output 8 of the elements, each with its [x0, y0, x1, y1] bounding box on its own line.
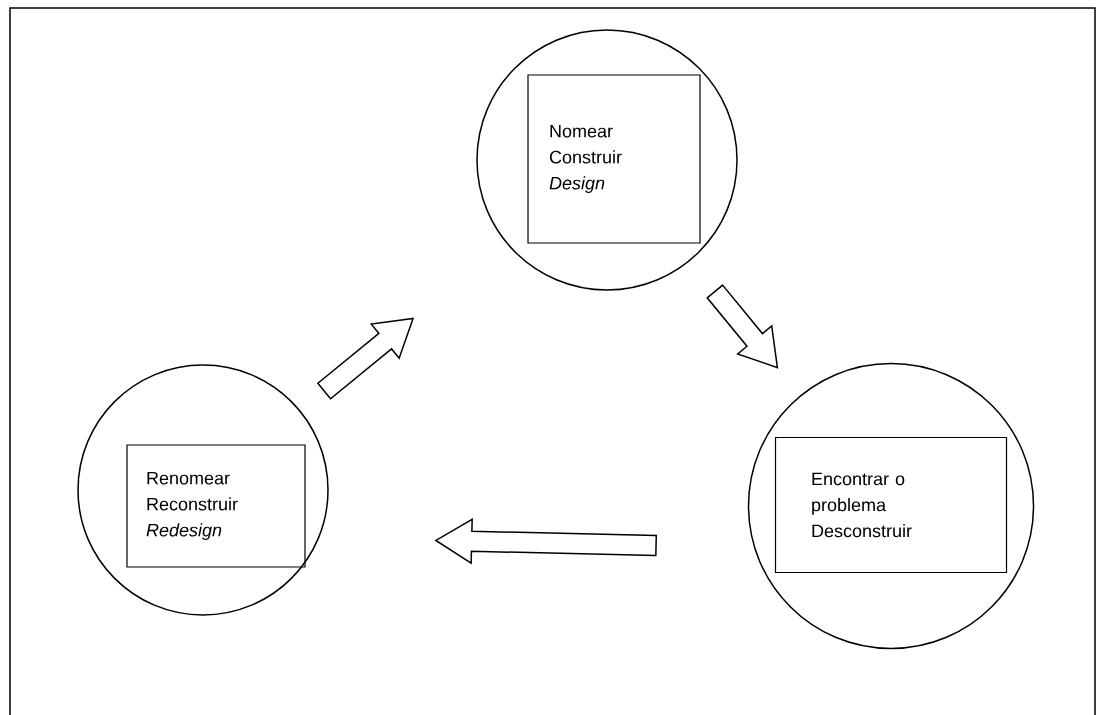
- block-arrow: [706, 284, 779, 369]
- text-box: Encontrar o problema Desconstruir: [774, 436, 1008, 574]
- text-box: Renomear Reconstruir Redesign: [126, 444, 306, 568]
- circle: [476, 29, 738, 291]
- circle: [77, 364, 329, 616]
- circle: [747, 362, 1035, 650]
- text-box: Nomear Construir Design: [527, 74, 701, 244]
- block-arrow: [434, 517, 658, 565]
